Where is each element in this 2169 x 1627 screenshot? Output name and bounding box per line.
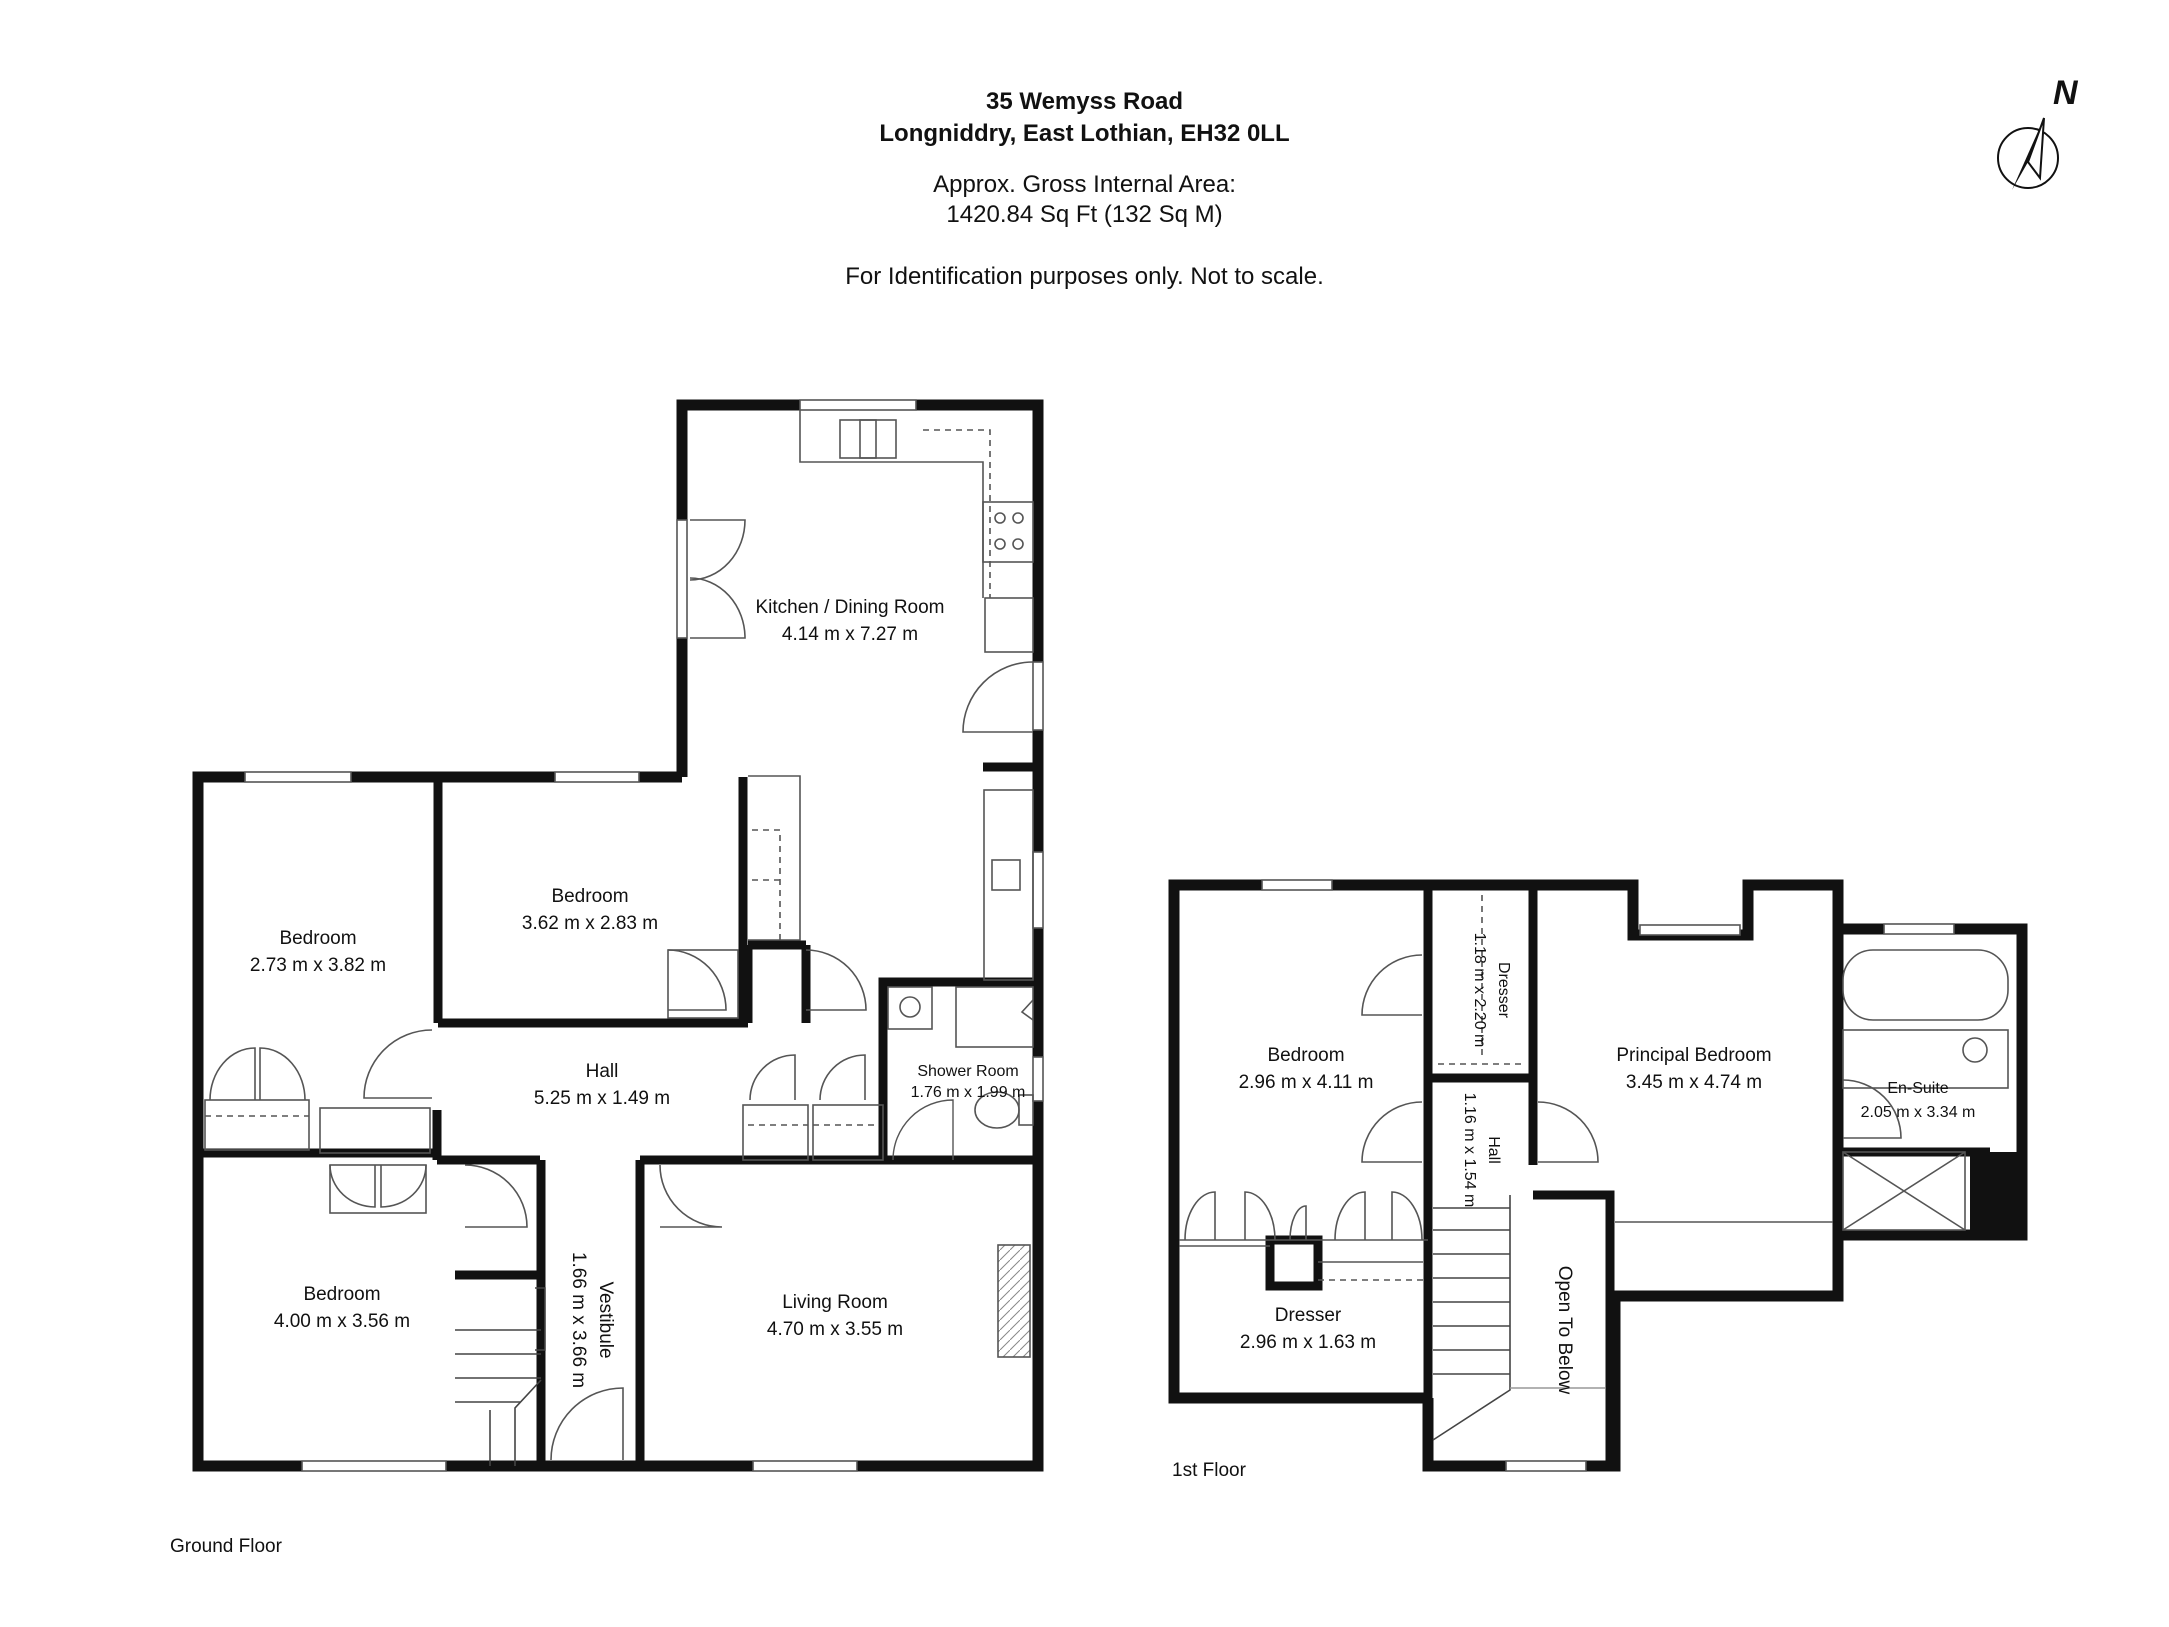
room-name-ff-hall: Hall bbox=[1485, 1136, 1502, 1164]
room-name-ff-bedroom: Bedroom bbox=[1267, 1045, 1344, 1066]
first-floor-label: 1st Floor bbox=[1172, 1460, 1246, 1481]
ground-floor-label: Ground Floor bbox=[170, 1536, 282, 1557]
north-arrow-icon: N bbox=[1997, 74, 2079, 190]
room-name-kitchen: Kitchen / Dining Room bbox=[755, 597, 944, 618]
room-size-shower: 1.76 m x 1.99 m bbox=[911, 1084, 1026, 1101]
area-value: 1420.84 Sq Ft (132 Sq M) bbox=[946, 201, 1223, 228]
open-to-below-label: Open To Below bbox=[1554, 1266, 1575, 1395]
ground-floor-fittings bbox=[204, 399, 1044, 1472]
room-size-hall: 5.25 m x 1.49 m bbox=[534, 1088, 670, 1109]
room-name-bedroom-n: Bedroom bbox=[551, 886, 628, 907]
room-name-ff-dresser: Dresser bbox=[1275, 1305, 1342, 1326]
address-line-2: Longniddry, East Lothian, EH32 0LL bbox=[879, 120, 1290, 147]
property-address: 35 Wemyss Road Longniddry, East Lothian,… bbox=[0, 86, 2169, 150]
room-size-bedroom-n: 3.62 m x 2.83 m bbox=[522, 913, 658, 934]
room-size-bedroom-sw: 4.00 m x 3.56 m bbox=[274, 1311, 410, 1332]
room-name-ensuite: En-Suite bbox=[1887, 1080, 1948, 1097]
room-size-kitchen: 4.14 m x 7.27 m bbox=[782, 624, 918, 645]
room-size-principal: 3.45 m x 4.74 m bbox=[1626, 1072, 1762, 1093]
room-size-ff-bedroom: 2.96 m x 4.11 m bbox=[1239, 1072, 1374, 1093]
north-label: N bbox=[2053, 74, 2079, 112]
first-floor-fittings bbox=[1179, 879, 2009, 1472]
room-name-principal: Principal Bedroom bbox=[1616, 1045, 1771, 1066]
area-label: Approx. Gross Internal Area: bbox=[933, 171, 1236, 198]
room-name-bedroom-nw: Bedroom bbox=[279, 928, 356, 949]
address-line-1: 35 Wemyss Road bbox=[986, 88, 1183, 115]
disclaimer-text: For Identification purposes only. Not to… bbox=[845, 263, 1324, 290]
ensuite-void bbox=[1970, 1152, 2022, 1235]
room-size-vestibule: 1.66 m x 3.66 m bbox=[568, 1252, 589, 1388]
room-size-ensuite: 2.05 m x 3.34 m bbox=[1861, 1104, 1976, 1121]
room-name-hall: Hall bbox=[586, 1061, 619, 1082]
room-name-vestibule: Vestibule bbox=[595, 1281, 616, 1358]
ground-floor-partitions bbox=[198, 762, 1038, 1466]
first-floor-partitions bbox=[1265, 885, 1990, 1466]
room-size-ff-dresser-small: 1.18 m x 2.20 m bbox=[1471, 933, 1488, 1048]
room-name-shower: Shower Room bbox=[917, 1063, 1018, 1080]
room-name-ff-dresser-small: Dresser bbox=[1495, 962, 1512, 1019]
room-size-ff-dresser: 2.96 m x 1.63 m bbox=[1240, 1332, 1376, 1353]
room-size-ff-hall: 1.16 m x 1.54 m bbox=[1461, 1093, 1478, 1208]
room-name-living: Living Room bbox=[782, 1292, 888, 1313]
room-size-bedroom-nw: 2.73 m x 3.82 m bbox=[250, 955, 386, 976]
disclaimer: For Identification purposes only. Not to… bbox=[0, 262, 2169, 292]
first-floor-walls bbox=[1168, 879, 2028, 1472]
room-name-bedroom-sw: Bedroom bbox=[303, 1284, 380, 1305]
room-size-living: 4.70 m x 3.55 m bbox=[767, 1319, 903, 1340]
gross-area: Approx. Gross Internal Area: 1420.84 Sq … bbox=[0, 170, 2169, 230]
